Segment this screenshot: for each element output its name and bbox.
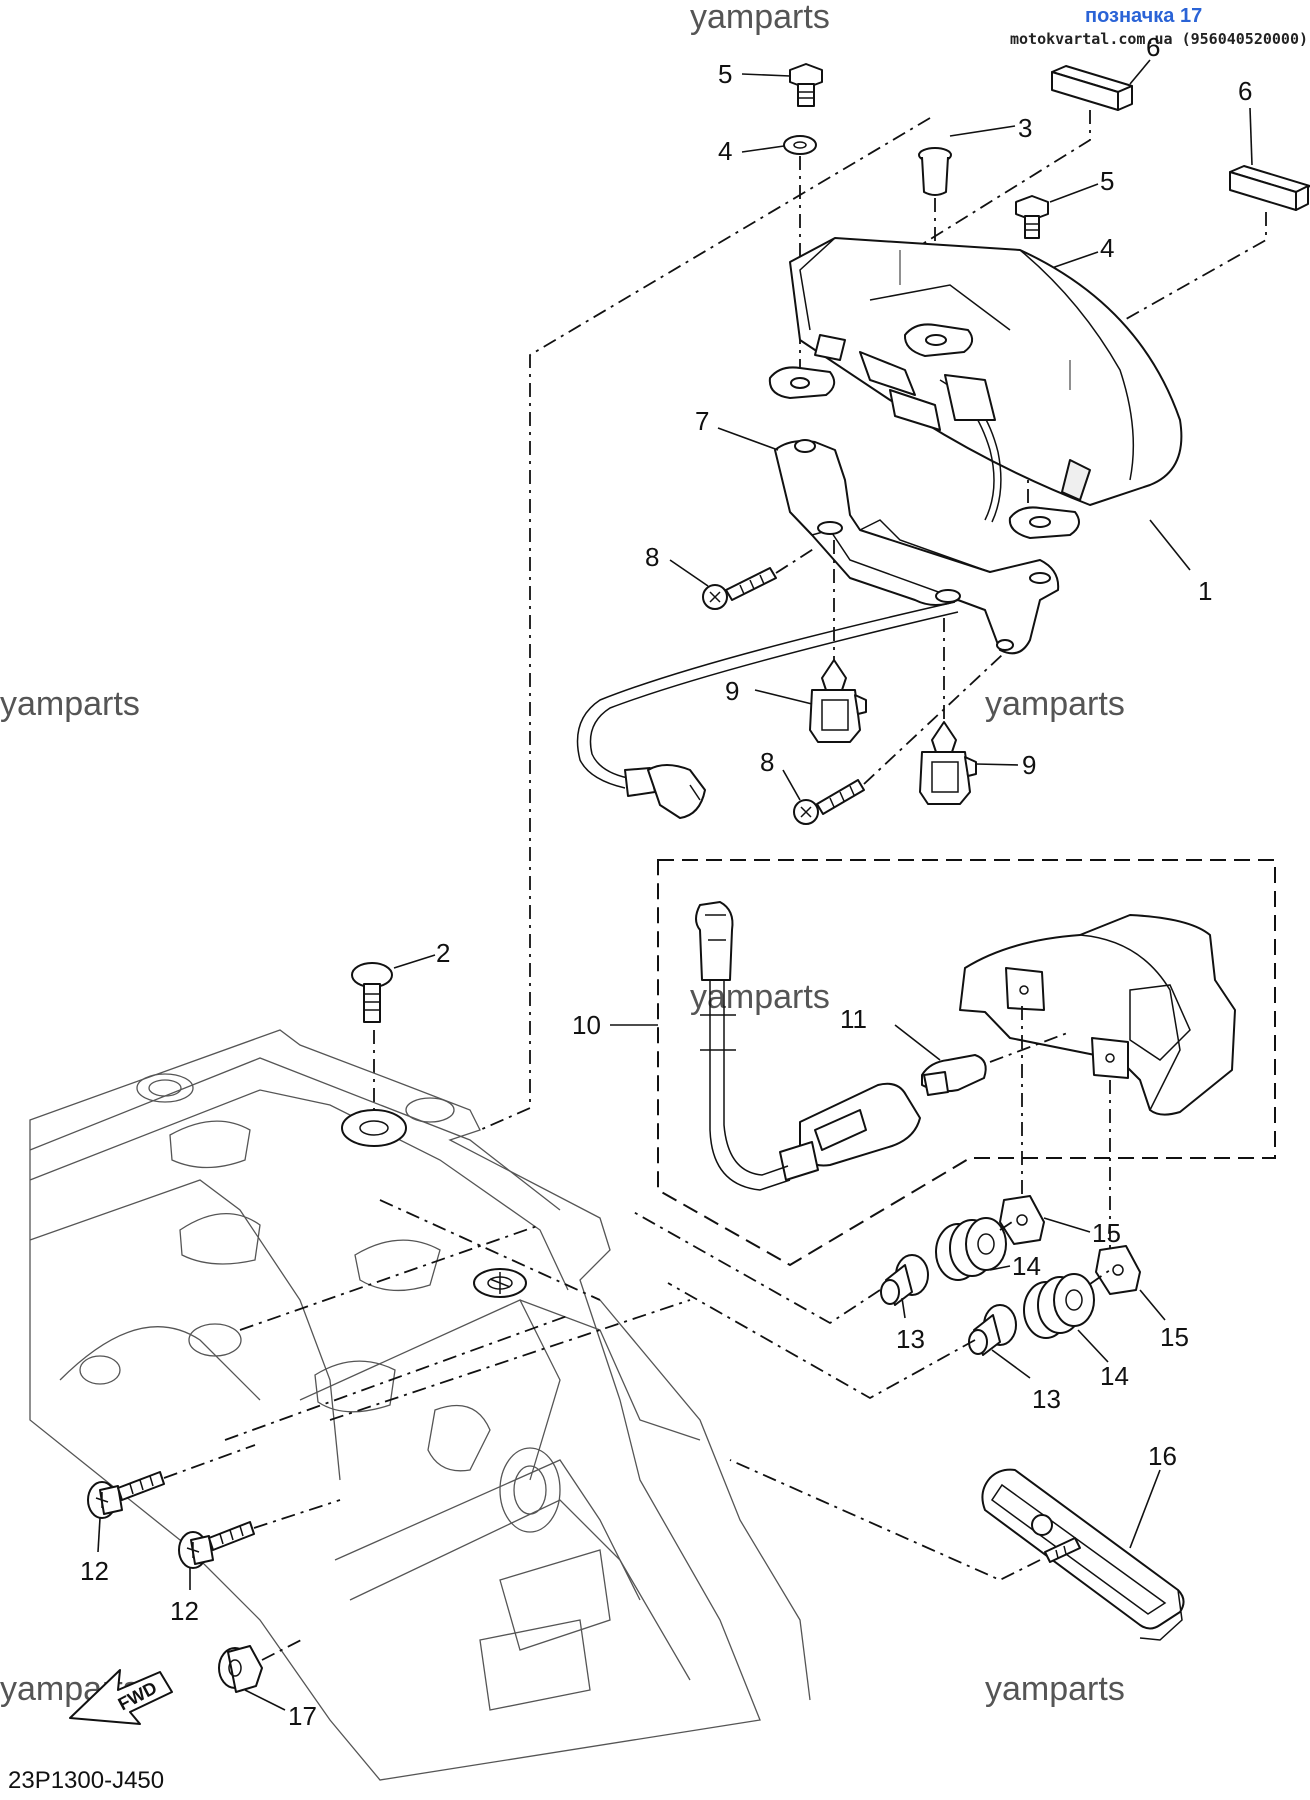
license-light-housing (959, 914, 1236, 1116)
collar-part-13 (968, 1304, 1017, 1356)
callout-10: 10 (572, 1010, 601, 1040)
washer-part-4 (783, 135, 817, 155)
lamp-socket (695, 901, 921, 1191)
callout-12: 12 (170, 1596, 199, 1626)
callout-1: 1 (1198, 576, 1212, 606)
callout-9: 9 (1022, 750, 1036, 780)
wire-harness (576, 601, 959, 819)
bolt-part-12 (87, 1471, 165, 1519)
callout-7: 7 (695, 406, 709, 436)
bracket-part-7 (774, 439, 1060, 655)
bolt-part-5 (1015, 195, 1049, 239)
collar-part-13 (880, 1254, 929, 1306)
clip-part-9 (809, 659, 867, 743)
grommet-part-3 (918, 147, 952, 196)
callout-15: 15 (1160, 1322, 1189, 1352)
callout-11: 11 (840, 1004, 867, 1034)
bolt-part-5 (789, 63, 823, 107)
screw-part-2 (351, 962, 393, 1023)
callout-4: 4 (718, 136, 732, 166)
screw-part-8 (793, 779, 865, 825)
callout-5: 5 (718, 59, 732, 89)
grommet-part-14 (935, 1217, 1007, 1281)
watermark: yamparts (690, 978, 830, 1016)
callout-16: 16 (1148, 1441, 1177, 1471)
callout-13: 13 (896, 1324, 925, 1354)
watermark: yamparts (690, 0, 830, 36)
tail-light-part-1 (768, 237, 1183, 539)
callout-13: 13 (1032, 1384, 1061, 1414)
watermark: yamparts (0, 685, 140, 723)
bolt-part-12 (178, 1521, 255, 1569)
callout-14: 14 (1012, 1251, 1041, 1281)
callout-8: 8 (760, 747, 774, 777)
clip-part-9 (919, 721, 977, 805)
callout-15: 15 (1092, 1218, 1121, 1248)
callout-2: 2 (436, 938, 450, 968)
gasket-part-16 (981, 1468, 1185, 1641)
watermark: yamparts (985, 1670, 1125, 1708)
rear-fender (29, 1029, 811, 1781)
nut-part-15 (999, 1195, 1045, 1245)
callout-8: 8 (645, 542, 659, 572)
pad-part-6 (1051, 65, 1133, 111)
watermark: yamparts (985, 685, 1125, 723)
nut-part-17 (218, 1645, 263, 1693)
fwd-arrow-icon: FWD (69, 1669, 173, 1725)
bulb-part-11 (921, 1054, 987, 1096)
callout-4: 4 (1100, 233, 1114, 263)
grommet-part-14 (1023, 1273, 1095, 1339)
callout-6: 6 (1238, 76, 1252, 106)
callout-12: 12 (80, 1556, 109, 1586)
callout-17: 17 (288, 1701, 317, 1731)
callout-9: 9 (725, 676, 739, 706)
callout-6: 6 (1146, 32, 1160, 62)
pad-part-6 (1229, 165, 1310, 211)
diagram-code: 23P1300-J450 (8, 1767, 164, 1794)
callout-5: 5 (1100, 166, 1114, 196)
screw-part-8 (702, 567, 777, 610)
header-tag: позначка 17 (1085, 5, 1202, 27)
callout-3: 3 (1018, 113, 1032, 143)
nut-part-15 (1095, 1245, 1141, 1295)
header-source: motokvartal.com.ua (956040520000) (1010, 30, 1308, 48)
callout-14: 14 (1100, 1361, 1129, 1391)
